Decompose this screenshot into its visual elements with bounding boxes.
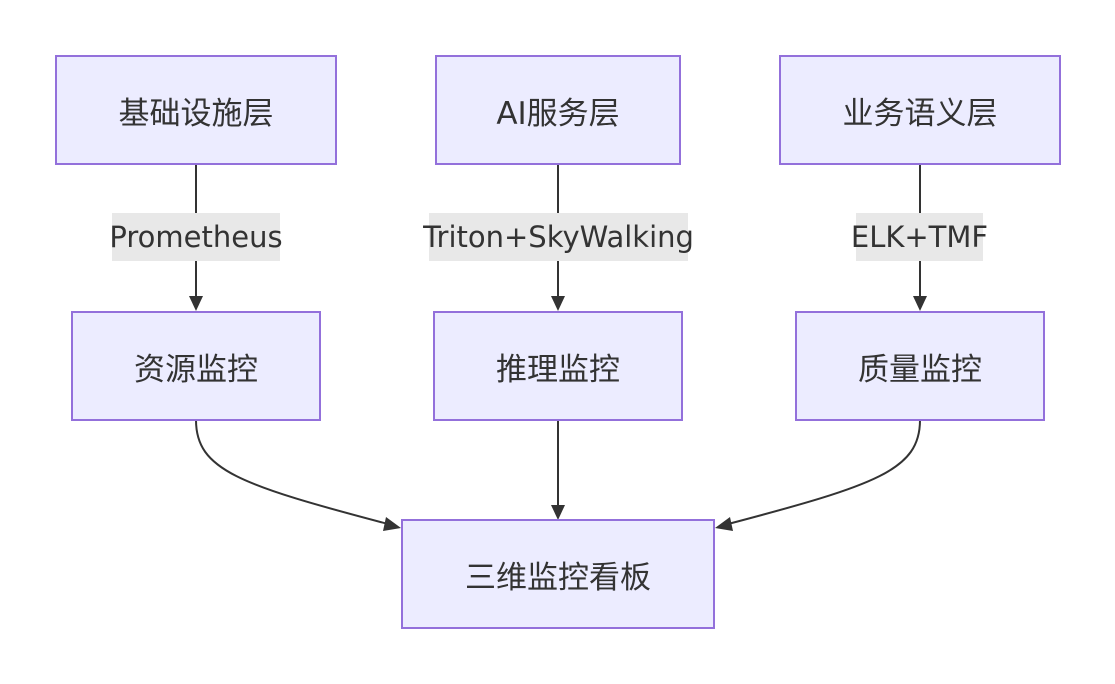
node-resource-monitoring: 资源监控 (71, 311, 321, 421)
arrowhead-inference (551, 296, 565, 311)
arrowhead-dashboard-center (551, 505, 565, 520)
edge-label-elk-tmf: ELK+TMF (851, 213, 988, 261)
node-ai-service-layer: AI服务层 (435, 55, 681, 165)
node-business-semantic-layer: 业务语义层 (779, 55, 1061, 165)
arrowhead-dashboard-right (715, 517, 733, 531)
edge-quality-to-dashboard (727, 419, 921, 525)
node-dashboard: 三维监控看板 (401, 519, 715, 629)
edge-label-prometheus: Prometheus (109, 213, 283, 261)
edge-resource-to-dashboard (195, 419, 389, 525)
arrowhead-dashboard-left (383, 517, 401, 531)
node-quality-monitoring: 质量监控 (795, 311, 1045, 421)
edge-label-triton-skywalking: Triton+SkyWalking (423, 213, 694, 261)
node-inference-monitoring: 推理监控 (433, 311, 683, 421)
node-infra-layer: 基础设施层 (55, 55, 337, 165)
arrowhead-resource (189, 296, 203, 311)
arrowhead-quality (913, 296, 927, 311)
